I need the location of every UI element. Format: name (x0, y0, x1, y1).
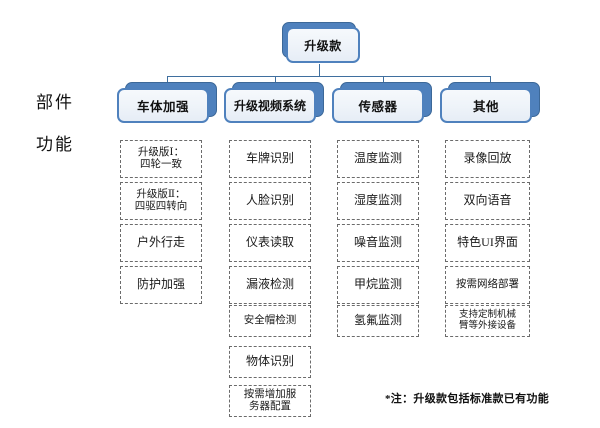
node-other-front-layer: 其他 (440, 88, 532, 123)
node-body-front-layer: 车体加强 (117, 88, 209, 123)
function-item[interactable]: 仪表读取 (229, 224, 311, 262)
connector-horizontal-bus (167, 76, 490, 77)
node-video-label: 升级视频系统 (233, 99, 306, 113)
function-item[interactable]: 噪音监测 (337, 224, 419, 262)
function-item[interactable]: 温度监测 (337, 140, 419, 178)
function-item[interactable]: 户外行走 (120, 224, 202, 262)
node-body-label: 车体加强 (136, 100, 189, 114)
function-item[interactable]: 防护加强 (120, 266, 202, 304)
row-label-parts: 部件 (36, 93, 74, 112)
function-item[interactable]: 漏液检测 (229, 266, 311, 304)
function-item[interactable]: 特色UI界面 (445, 224, 530, 262)
function-item[interactable]: 甲烷监测 (337, 266, 419, 304)
node-root-label: 升级款 (304, 38, 342, 53)
node-video-system[interactable]: 升级视频系统 (224, 82, 324, 124)
function-item[interactable]: 按需网络部署 (445, 266, 530, 304)
footnote: *注：升级款包括标准款已有功能 (385, 393, 549, 405)
function-item[interactable]: 支持定制机械 臂等外接设备 (445, 305, 530, 337)
node-root[interactable]: 升级款 (278, 22, 360, 64)
node-other[interactable]: 其他 (440, 82, 540, 124)
connector-drop-sensor (383, 76, 384, 84)
node-sensor-label: 传感器 (358, 100, 398, 114)
node-sensor[interactable]: 传感器 (332, 82, 432, 124)
connector-drop-body (167, 76, 168, 84)
function-item[interactable]: 氢氟监测 (337, 305, 419, 337)
connector-root-stem (319, 64, 320, 76)
function-item[interactable]: 双向语音 (445, 182, 530, 220)
function-item[interactable]: 升级版Ⅰ： 四轮一致 (120, 140, 202, 178)
node-other-label: 其他 (472, 100, 499, 114)
function-item[interactable]: 人脸识别 (229, 182, 311, 220)
node-body-reinforcement[interactable]: 车体加强 (117, 82, 217, 124)
function-item[interactable]: 湿度监测 (337, 182, 419, 220)
node-video-front-layer: 升级视频系统 (224, 88, 316, 123)
connector-drop-other (490, 76, 491, 84)
node-sensor-front-layer: 传感器 (332, 88, 424, 123)
function-item[interactable]: 按需增加服 务器配置 (229, 385, 311, 417)
connector-drop-video (275, 76, 276, 84)
function-item[interactable]: 物体识别 (229, 346, 311, 378)
function-item[interactable]: 安全帽检测 (229, 305, 311, 337)
function-item[interactable]: 升级版Ⅱ： 四驱四转向 (120, 182, 202, 220)
function-item[interactable]: 车牌识别 (229, 140, 311, 178)
node-root-front-layer: 升级款 (286, 27, 360, 63)
row-label-functions: 功能 (36, 135, 74, 154)
function-item[interactable]: 录像回放 (445, 140, 530, 178)
